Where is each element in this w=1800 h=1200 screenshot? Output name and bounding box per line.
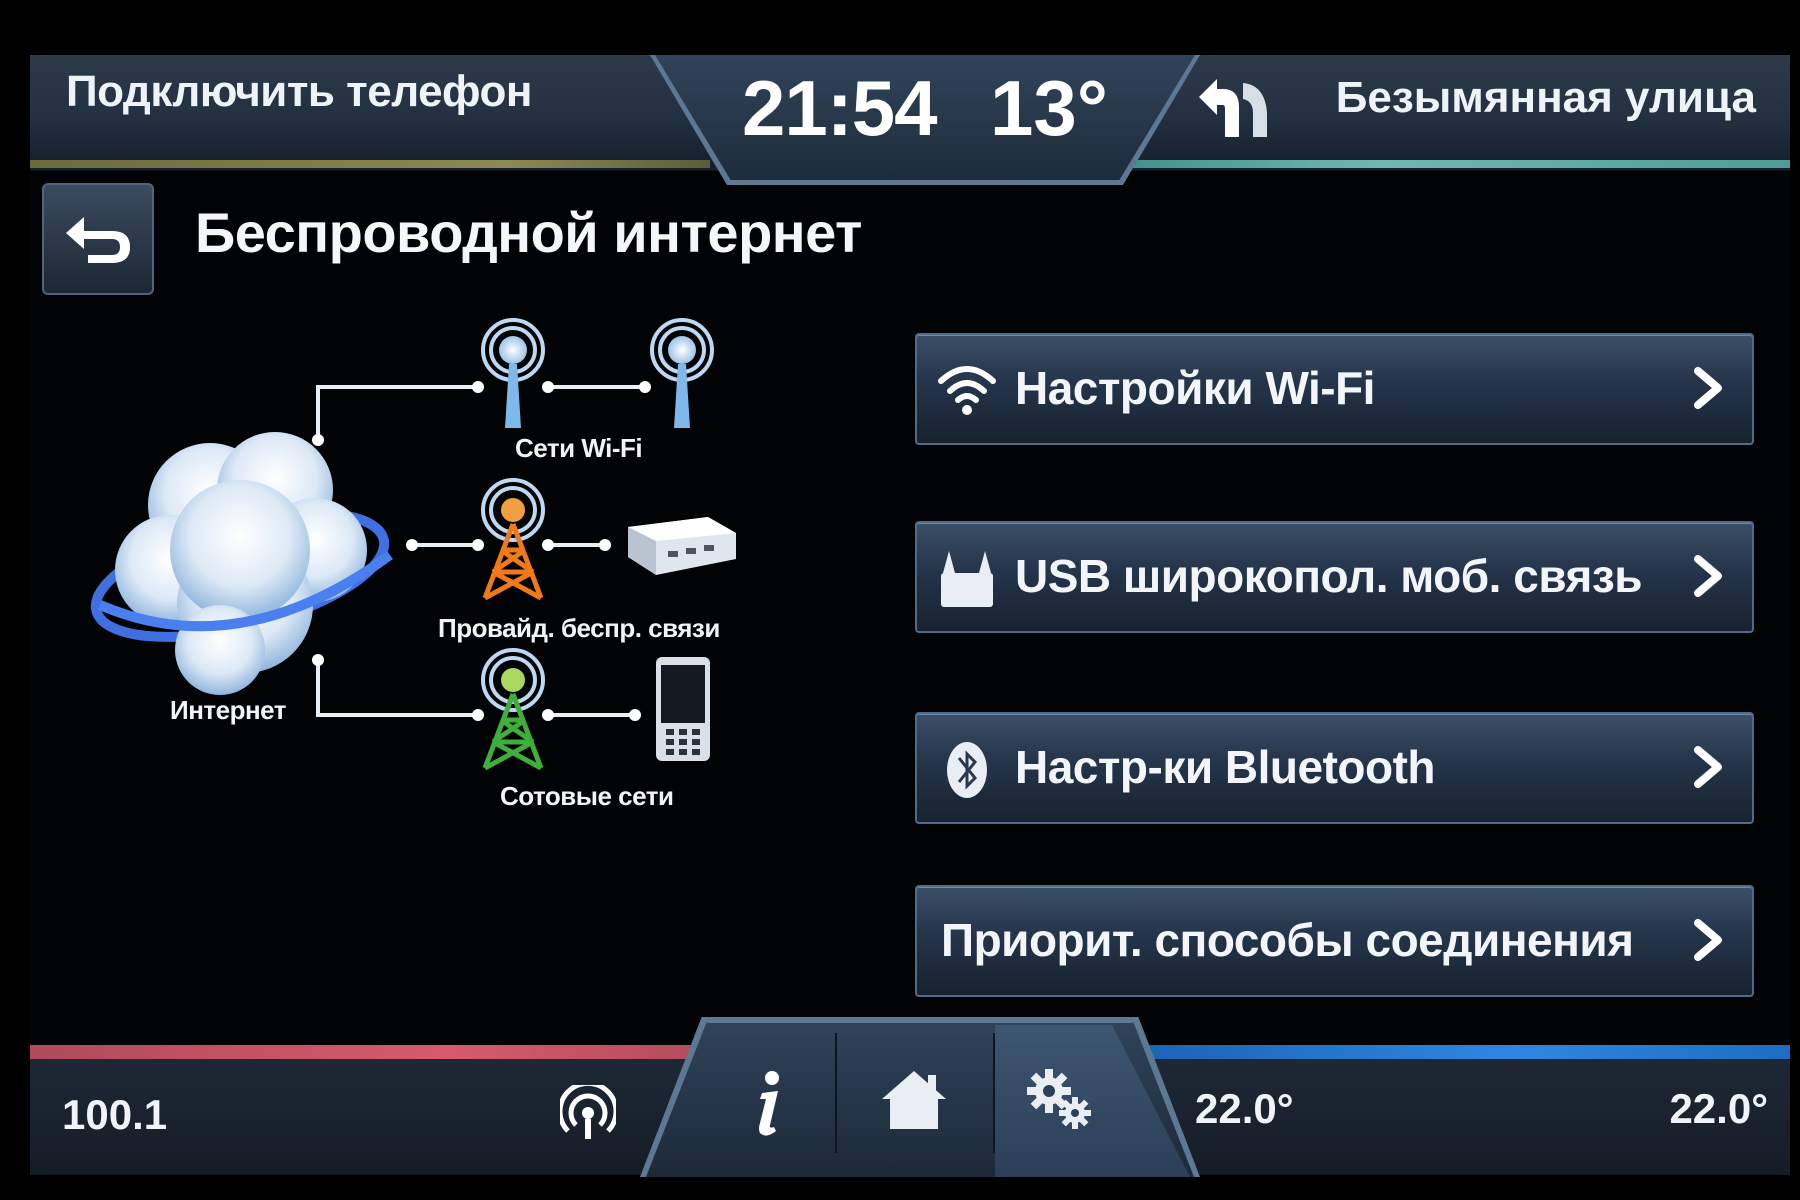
audio-zone-stripe [30,1045,730,1059]
cellular-label: Сотовые сети [500,781,674,811]
wifi-settings-button[interactable]: Настройки Wi-Fi [915,333,1754,445]
internet-cloud-icon [90,432,393,695]
turn-left-arrow-icon [1199,79,1267,137]
internet-label: Интернет [170,695,287,725]
right-climate-temp[interactable]: 22.0° [1669,1085,1768,1132]
nav-zone-stripe [1110,160,1790,168]
mobile-phone-icon [656,657,710,761]
chevron-right-icon [1694,555,1722,597]
connector-lines [316,385,645,717]
info-icon[interactable] [748,1069,788,1139]
home-icon[interactable] [878,1067,950,1133]
chevron-right-icon [1694,919,1722,961]
tab-divider [835,1033,837,1153]
usb-broadband-button[interactable]: USB широкопол. моб. связь [915,521,1754,633]
chevron-right-icon [1694,746,1722,788]
wifi-tower-icon [481,318,545,428]
climate-zone-stripe [1100,1045,1790,1059]
phone-zone-stripe [30,160,710,168]
phone-connect-button[interactable]: Подключить телефон [66,67,532,116]
settings-gears-icon[interactable] [1025,1067,1095,1133]
wifi-icon [938,366,996,415]
bluetooth-settings-button[interactable]: Настр-ки Bluetooth [915,712,1754,824]
chevron-right-icon [1694,367,1722,409]
wifi-tower-icon [650,318,714,428]
usb-broadband-label: USB широкопол. моб. связь [1015,550,1643,602]
sync-screen: Подключить телефон Безымянная улица 21:5… [30,55,1790,1177]
bottom-bar: 100.1 [30,1017,1790,1177]
usb-modem-icon [941,551,993,607]
radio-signal-icon[interactable] [560,1085,616,1141]
cellular-tower-icon [481,648,545,771]
connection-diagram-graphic [90,318,736,771]
left-climate-temp[interactable]: 22.0° [1195,1085,1294,1132]
clock: 21:54 [742,64,937,152]
connection-priority-label: Приорит. способы соединения [941,914,1634,966]
provider-tower-icon [481,478,545,601]
connector-dots [312,381,651,721]
connection-diagram: Сети Wi-Fi Провайд. беспр. связи Интерне… [60,305,860,905]
clock-panel [655,55,1195,180]
back-button[interactable] [42,183,154,295]
wireless-modem-icon [628,517,736,575]
wifi-networks-label: Сети Wi-Fi [515,433,643,463]
street-name[interactable]: Безымянная улица [1335,73,1756,122]
outside-temperature: 13° [990,64,1108,152]
back-arrow-icon [66,217,130,263]
tab-divider [993,1033,995,1153]
bluetooth-settings-label: Настр-ки Bluetooth [1015,741,1436,793]
wifi-settings-label: Настройки Wi-Fi [1015,362,1375,414]
connection-priority-button[interactable]: Приорит. способы соединения [915,885,1754,997]
bluetooth-icon [947,742,987,798]
provider-label: Провайд. беспр. связи [438,613,720,643]
radio-frequency[interactable]: 100.1 [62,1091,168,1138]
page-title: Беспроводной интернет [195,201,862,264]
